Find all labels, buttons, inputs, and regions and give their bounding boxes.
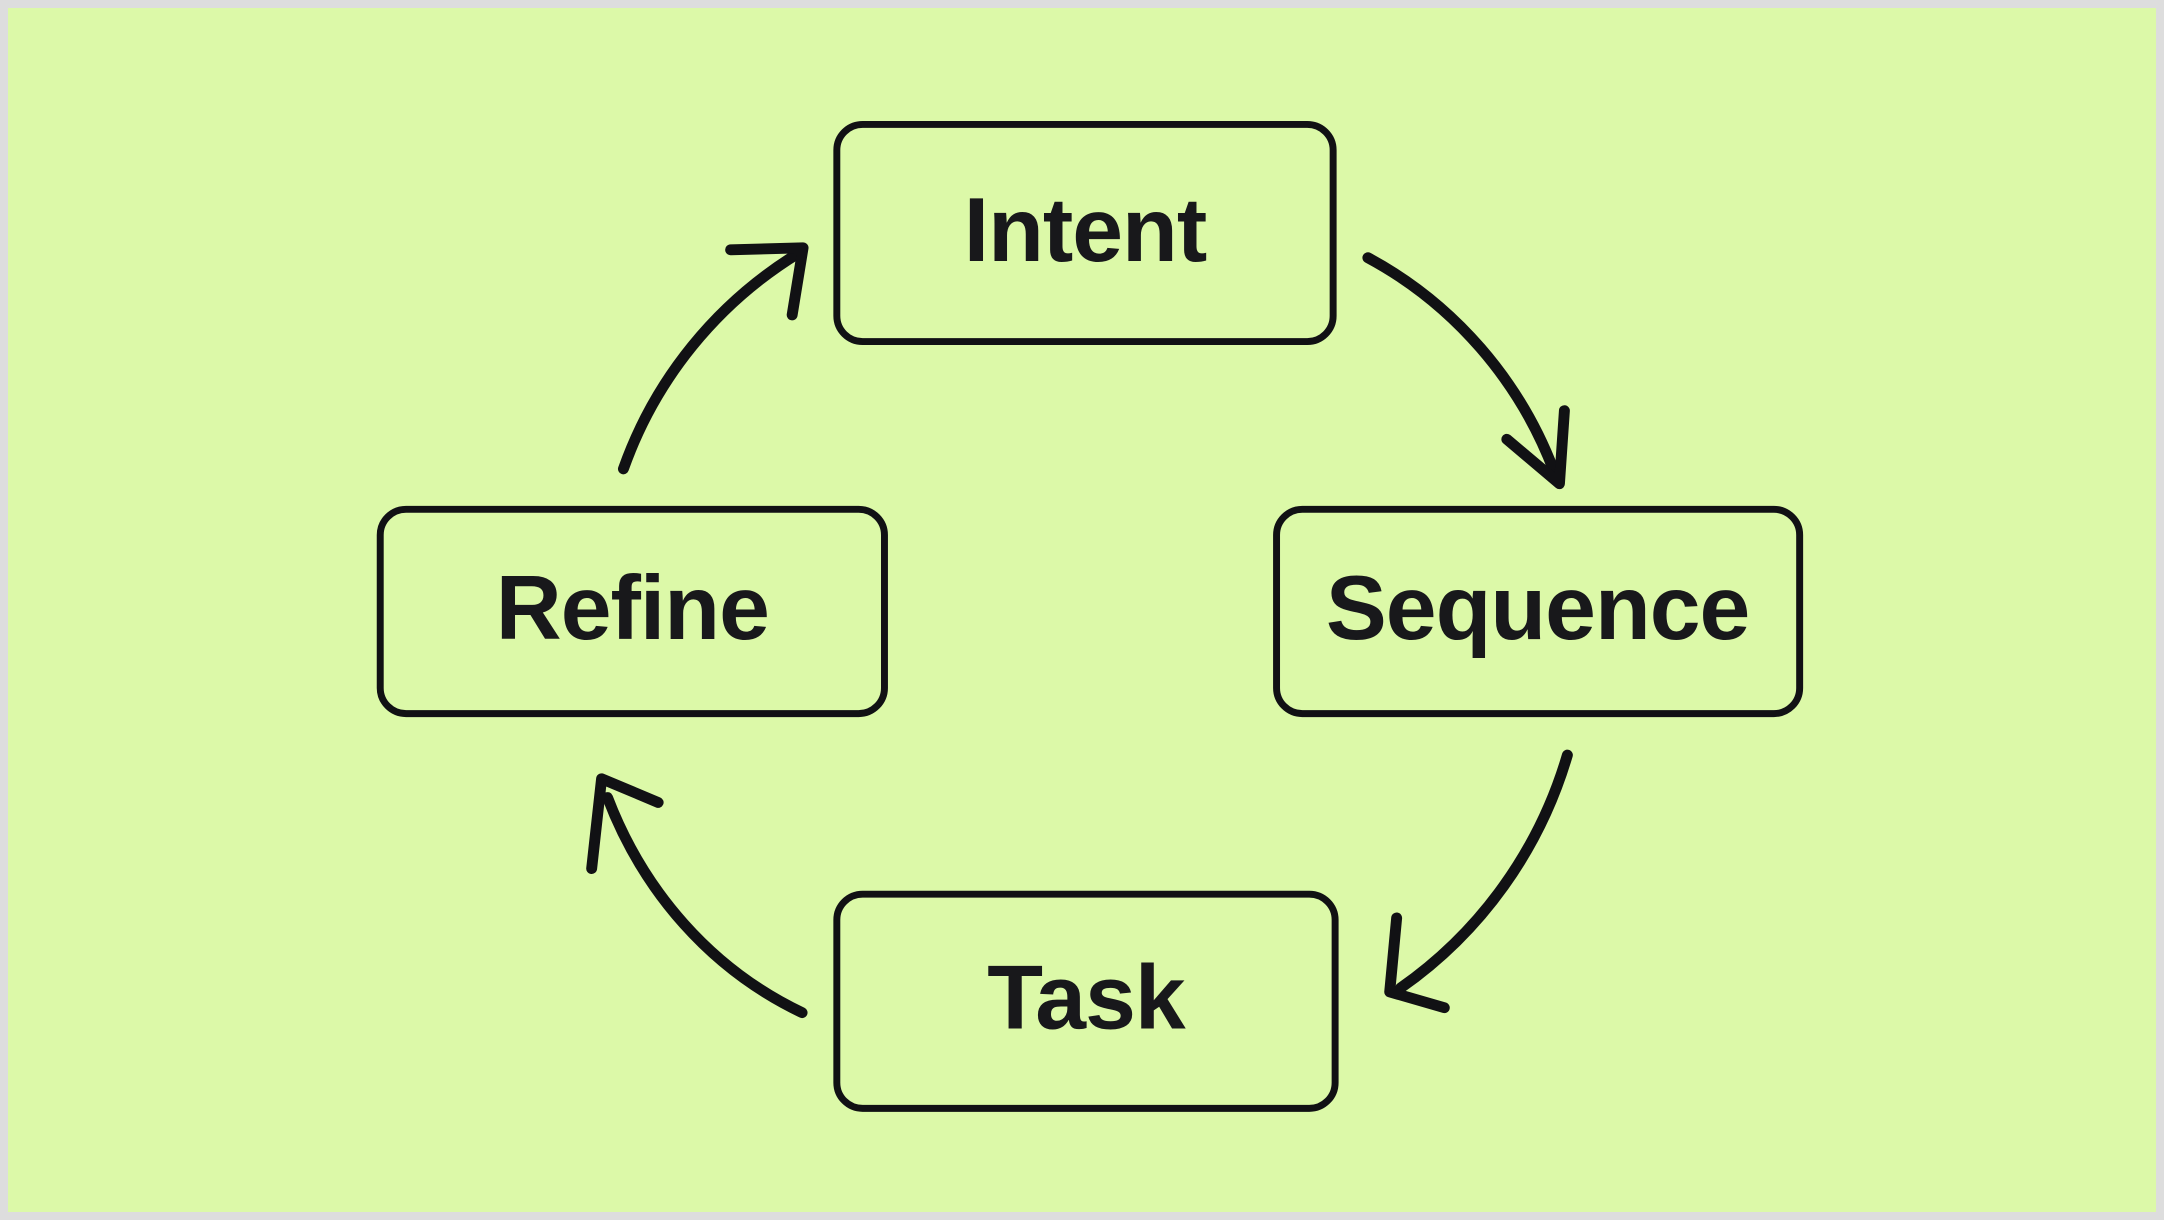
node-intent-box[interactable]: [833, 120, 1337, 346]
node-sequence[interactable]: Sequence: [1273, 505, 1804, 718]
node-sequence-box[interactable]: [1273, 505, 1804, 718]
node-refine[interactable]: Refine: [376, 505, 888, 718]
arrow-refine-to-intent: [617, 242, 809, 475]
node-intent-label: Intent: [964, 180, 1207, 281]
arrow-sequence-to-task: [1384, 749, 1573, 1014]
node-intent[interactable]: Intent: [833, 120, 1337, 346]
node-refine-label: Refine: [496, 558, 769, 659]
arrow-task-to-refine: [586, 773, 808, 1019]
node-refine-box[interactable]: [376, 505, 888, 718]
cycle-diagram: Intent Sequence Task Refine: [376, 120, 1804, 1112]
node-task-label: Task: [987, 948, 1186, 1049]
arrow-intent-to-sequence: [1362, 252, 1570, 490]
node-task[interactable]: Task: [833, 890, 1339, 1112]
node-sequence-label: Sequence: [1326, 558, 1749, 659]
node-task-box[interactable]: [833, 890, 1339, 1112]
